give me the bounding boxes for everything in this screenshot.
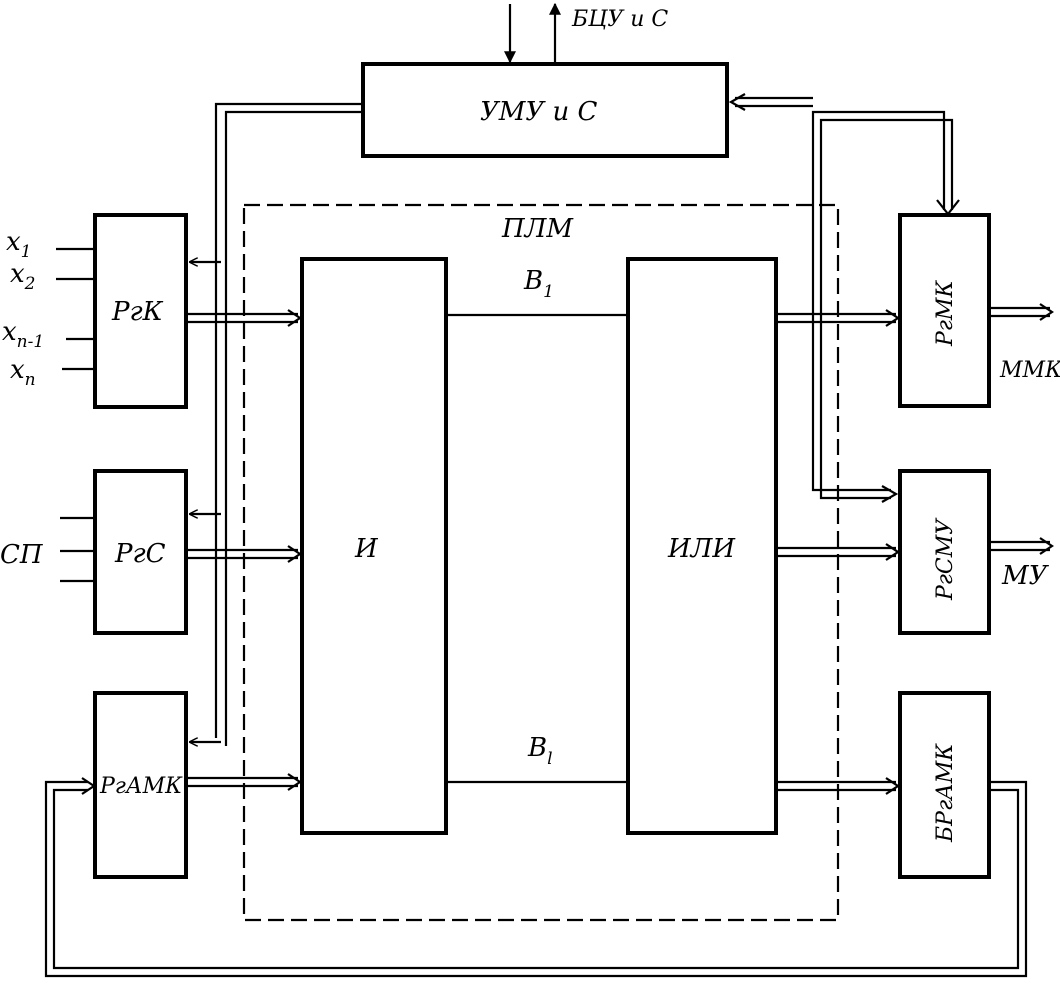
bus-b1-label: B1 [523,266,554,302]
regk-block [93,213,188,409]
regmk-label: РгМК [933,280,958,347]
plm-label: ПЛМ [501,214,574,244]
mmk-output-bus [989,303,1054,321]
or-matrix-block [626,257,778,835]
amk-loop-outer [44,780,1028,978]
regmk-block [898,213,991,408]
sp-input-label: СП [0,540,44,570]
or-matrix-label: ИЛИ [667,534,736,564]
regk-label: РгК [111,297,164,327]
bregamk-label: БРгАМК [933,743,958,843]
regamk-to-and-bus [186,773,302,791]
feedback-bus-inner [819,118,954,500]
or-to-regsmu-bus [776,543,900,561]
umu-block [361,62,729,158]
plm-boundary [242,203,840,922]
bregamk-block [898,691,991,879]
or-to-regmk-bus [776,309,900,327]
regamk-block [93,691,188,879]
control-bus-left-inner [224,110,363,746]
input-xn1-label: xn-1 [2,317,44,352]
regamk-label: РгАМК [99,774,183,799]
umu-block-label: УМУ и С [480,97,597,127]
input-xn-label: xn [10,355,36,390]
input-x2-label: x2 [10,259,36,294]
bus-bl-label: Bl [527,733,553,769]
or-to-bregamk-bus [776,777,900,795]
control-bus-left-outer [214,102,363,738]
regsmu-block [898,469,991,635]
top-io-label: БЦУ и С [571,7,668,32]
mmk-output-label: ММК [999,358,1060,383]
and-matrix-label: И [354,534,379,564]
mu-output-label: МУ [1001,561,1050,591]
regs-label: РгС [114,539,166,569]
input-x1-label: x1 [6,227,32,262]
mu-output-bus [989,537,1054,555]
regsmu-label: РгСМУ [933,517,958,601]
regk-to-and-bus [186,309,302,327]
amk-loop-inner [52,788,1020,970]
and-matrix-block [300,257,448,835]
regs-block [93,469,188,635]
feedback-bus-outer [811,110,946,492]
regs-to-and-bus [186,545,302,563]
